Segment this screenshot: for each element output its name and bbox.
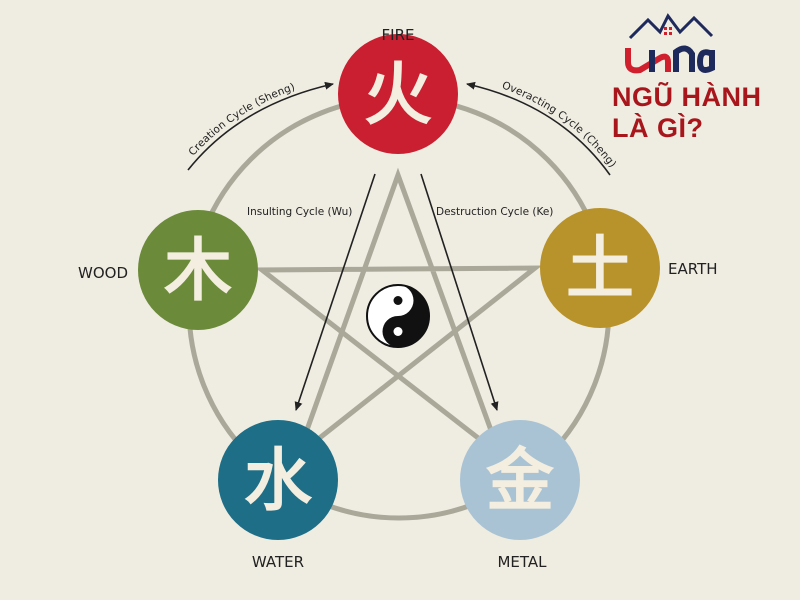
- creation-cycle-label: Creation Cycle (Sheng): [186, 81, 296, 158]
- svg-text:WATER: WATER: [252, 553, 304, 571]
- creation-cycle-arrow: [187, 81, 334, 171]
- svg-text:METAL: METAL: [497, 553, 547, 571]
- una-logo: [625, 13, 715, 74]
- element-wood: 木 WOOD: [78, 210, 258, 330]
- element-earth: EARTH 土 EARTH: [540, 208, 718, 328]
- insulting-cycle-arrow: [294, 173, 376, 411]
- svg-text:木: 木: [164, 231, 232, 311]
- destruction-cycle-label: Destruction Cycle (Ke): [436, 206, 553, 218]
- svg-text:土: 土: [566, 229, 634, 309]
- overacting-cycle-arrow: [466, 81, 611, 176]
- element-metal: 金 METAL: [460, 420, 580, 571]
- element-water: 水 WATER: [218, 420, 338, 571]
- svg-text:火: 火: [364, 55, 432, 135]
- insulting-cycle-label: Insulting Cycle (Wu): [247, 206, 352, 218]
- svg-text:金: 金: [485, 441, 555, 521]
- element-fire: 火 FIRE: [338, 26, 458, 154]
- destruction-cycle-arrow: [420, 173, 499, 411]
- svg-text:水: 水: [244, 441, 313, 521]
- pentagram: [254, 167, 543, 463]
- svg-text:WOOD: WOOD: [78, 264, 128, 282]
- svg-text:EARTH: EARTH: [668, 260, 718, 278]
- yin-yang-icon: [366, 284, 430, 348]
- svg-text:FIRE: FIRE: [382, 26, 415, 44]
- page-title: NGŨ HÀNH LÀ GÌ?: [612, 82, 762, 143]
